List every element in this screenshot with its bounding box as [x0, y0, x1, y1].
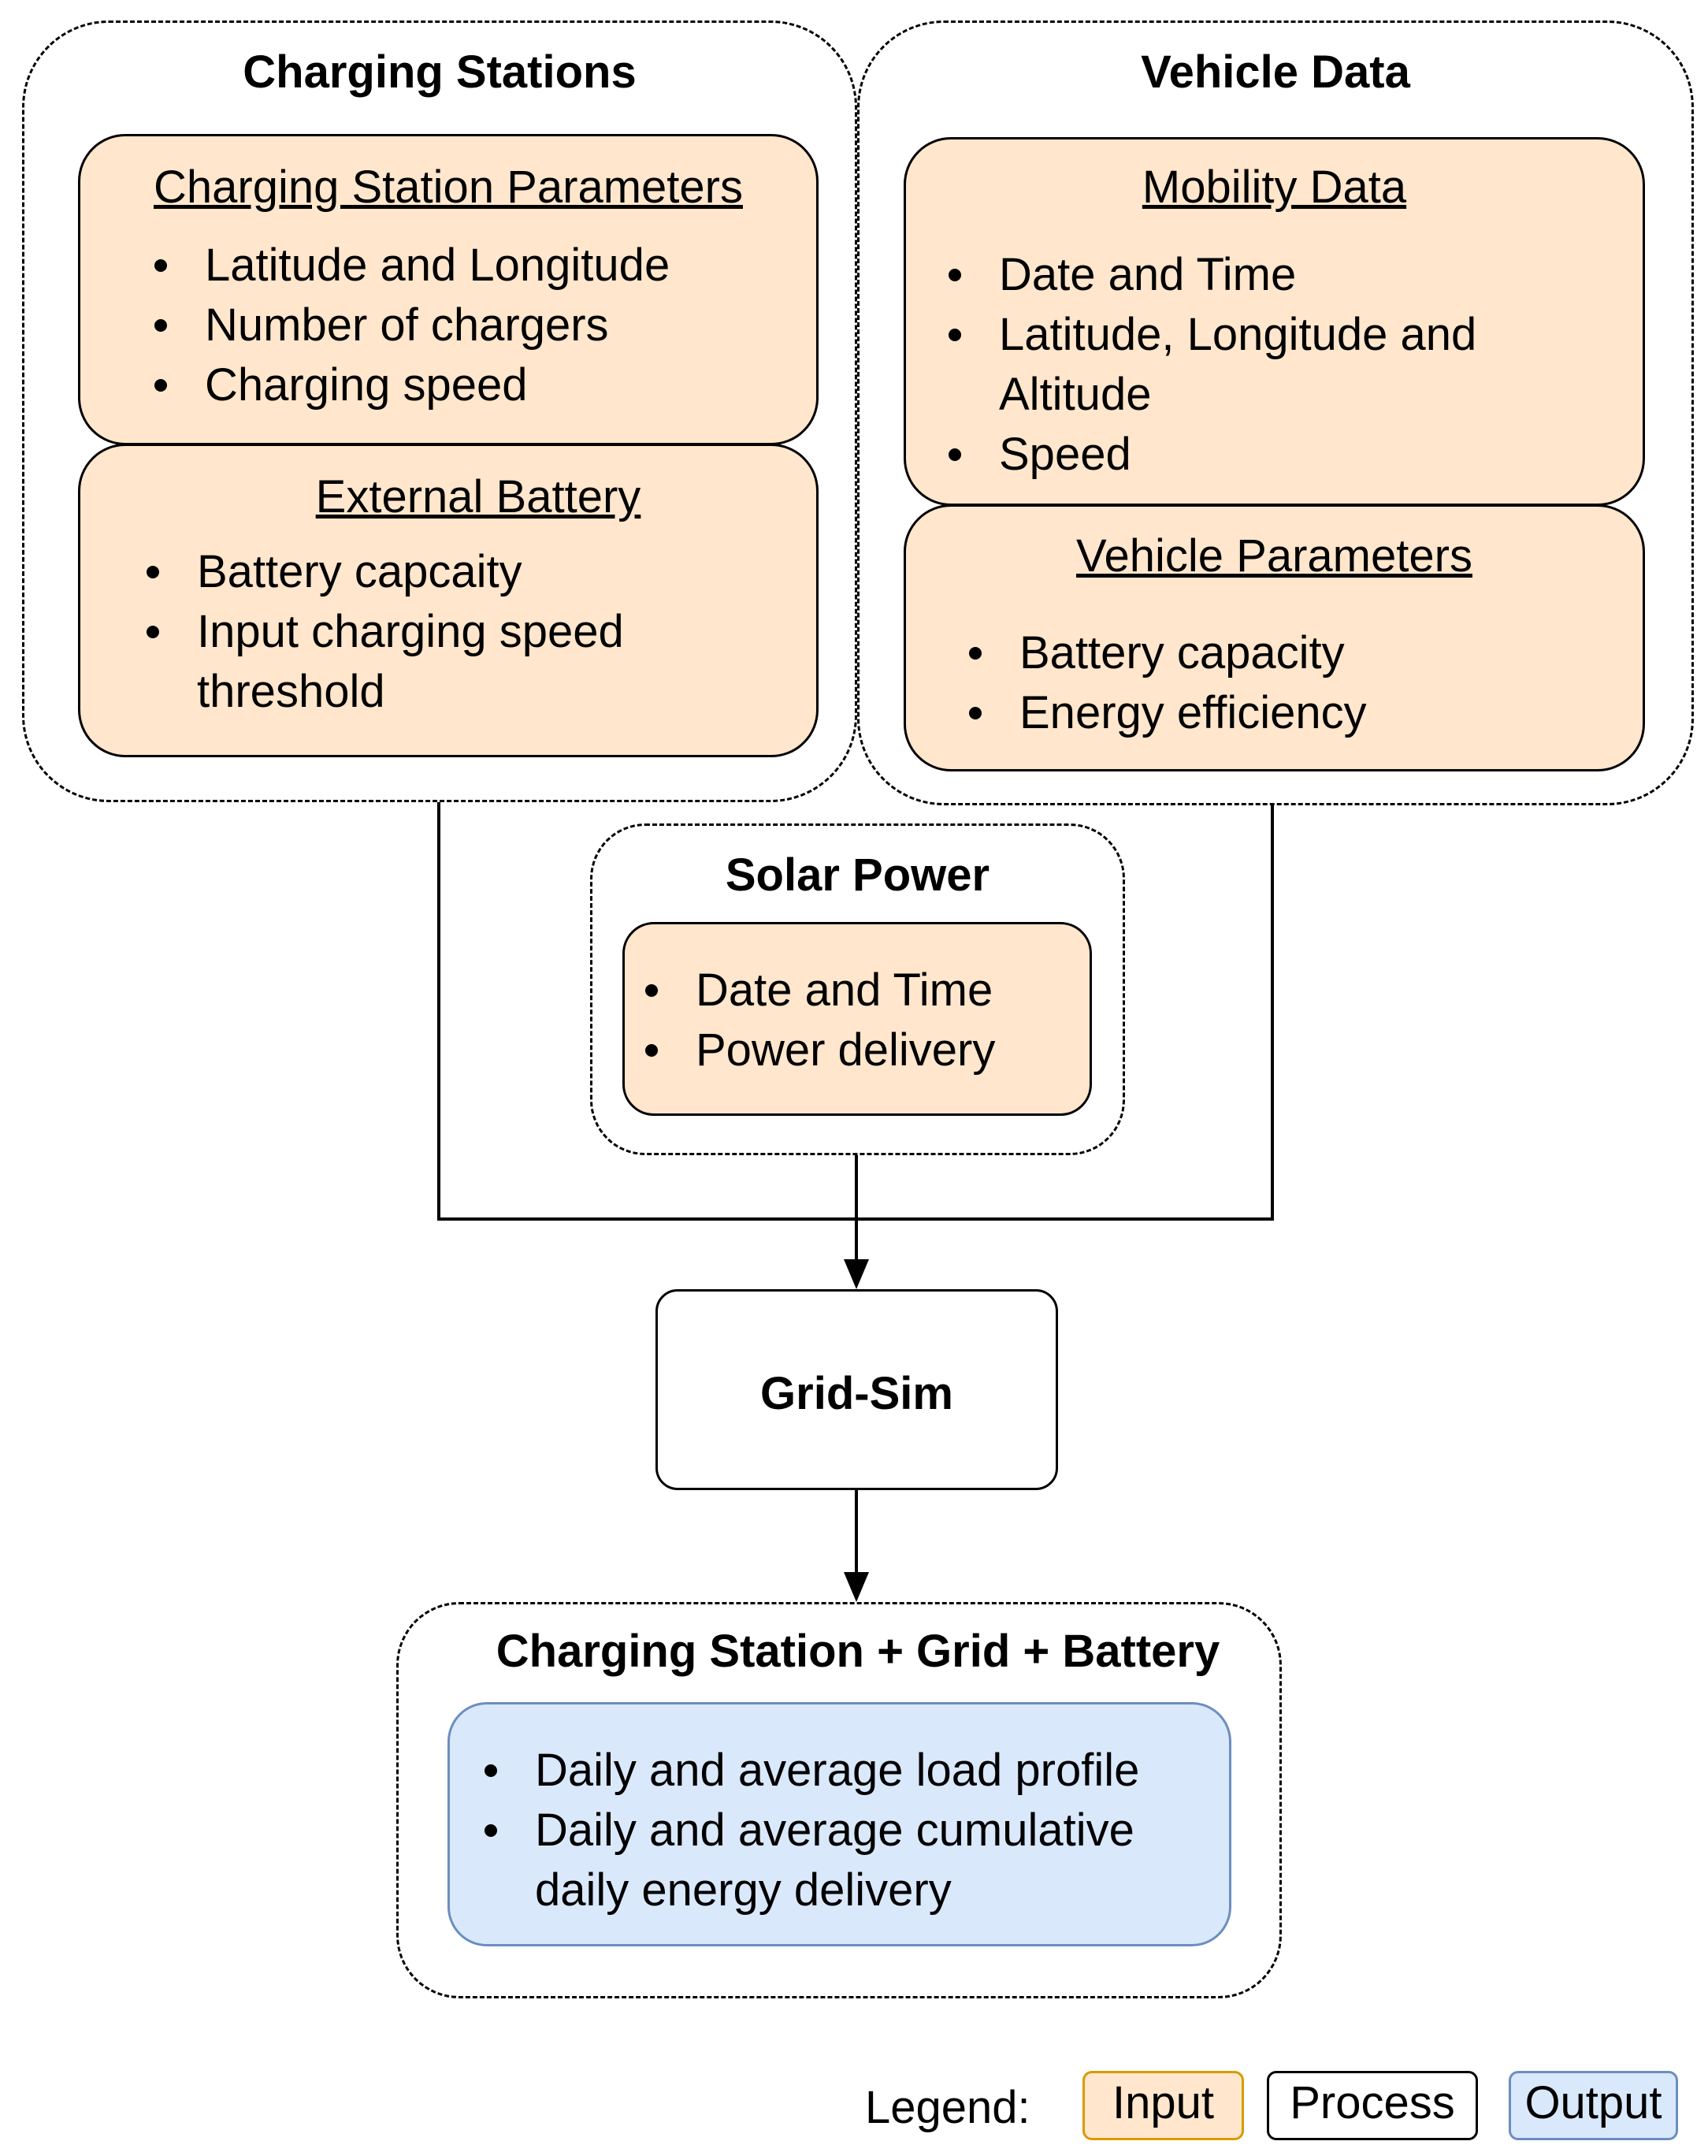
arrowhead-gridsim — [844, 1259, 869, 1289]
list-item: Latitude and Longitude — [148, 236, 670, 296]
output-group: Charging Station + Grid + Battery — [396, 1602, 1282, 1998]
output-list: Daily and average load profile Daily and… — [478, 1741, 1139, 1920]
arrowhead-output — [844, 1572, 869, 1602]
charging-station-parameters-box: Charging Station Parameters Latitude and… — [78, 134, 819, 445]
vehicle-data-title: Vehicle Data — [1141, 46, 1410, 98]
vehicle-parameters-list: Battery capacity Energy efficiency — [963, 623, 1367, 743]
list-item: Charging speed — [148, 355, 670, 415]
list-item: Altitude — [999, 369, 1152, 420]
vehicle-parameters-title: Vehicle Parameters — [1076, 530, 1472, 582]
solar-power-box: Date and Time Power delivery — [622, 922, 1092, 1116]
vehicle-data-group: Vehicle Data — [857, 20, 1694, 805]
legend-label: Legend: — [865, 2082, 1030, 2133]
legend-output: Output — [1509, 2071, 1678, 2140]
solar-power-group: Solar Power — [590, 823, 1125, 1155]
vehicle-parameters-box: Vehicle Parameters Battery capacity Ener… — [904, 504, 1645, 771]
list-item: Daily and average cumulative — [478, 1801, 1139, 1860]
external-battery-list: Battery capcaity Input charging speed th… — [140, 542, 624, 722]
output-group-title: Charging Station + Grid + Battery — [496, 1626, 1220, 1677]
legend-input: Input — [1082, 2071, 1244, 2140]
external-battery-box: External Battery Battery capcaity Input … — [78, 444, 819, 757]
grid-sim-label: Grid-Sim — [760, 1368, 953, 1419]
list-item: daily energy delivery — [535, 1864, 952, 1916]
grid-sim-process-box: Grid-Sim — [655, 1289, 1058, 1490]
list-item: Date and Time — [639, 961, 995, 1020]
charging-stations-title: Charging Stations — [243, 46, 637, 98]
list-item: Power delivery — [639, 1020, 995, 1080]
list-item: Number of chargers — [148, 296, 670, 355]
list-item: threshold — [197, 666, 385, 717]
list-item: Energy efficiency — [963, 683, 1367, 743]
mobility-data-box: Mobility Data Date and Time Latitude, Lo… — [904, 137, 1645, 506]
list-item: Daily and average load profile — [478, 1741, 1139, 1801]
mobility-data-list: Date and Time Latitude, Longitude and Al… — [942, 245, 1476, 485]
list-item: Battery capcaity — [140, 542, 624, 602]
charging-station-parameters-title: Charging Station Parameters — [154, 162, 743, 213]
mobility-data-title: Mobility Data — [1142, 162, 1407, 213]
legend-process: Process — [1267, 2071, 1478, 2140]
external-battery-title: External Battery — [315, 471, 641, 522]
charging-station-parameters-list: Latitude and Longitude Number of charger… — [148, 236, 670, 415]
solar-power-title: Solar Power — [725, 849, 990, 901]
connector-vehicle-data — [856, 805, 1274, 1221]
list-item: Date and Time — [942, 245, 1476, 305]
connector-charging-stations — [437, 802, 856, 1221]
solar-power-list: Date and Time Power delivery — [639, 961, 995, 1080]
list-item: Speed — [942, 425, 1476, 485]
list-item: Input charging speed — [140, 602, 624, 662]
list-item: Latitude, Longitude and — [942, 305, 1476, 365]
list-item: Battery capacity — [963, 623, 1367, 683]
charging-stations-group: Charging Stations — [22, 20, 857, 802]
output-box: Daily and average load profile Daily and… — [447, 1702, 1231, 1946]
